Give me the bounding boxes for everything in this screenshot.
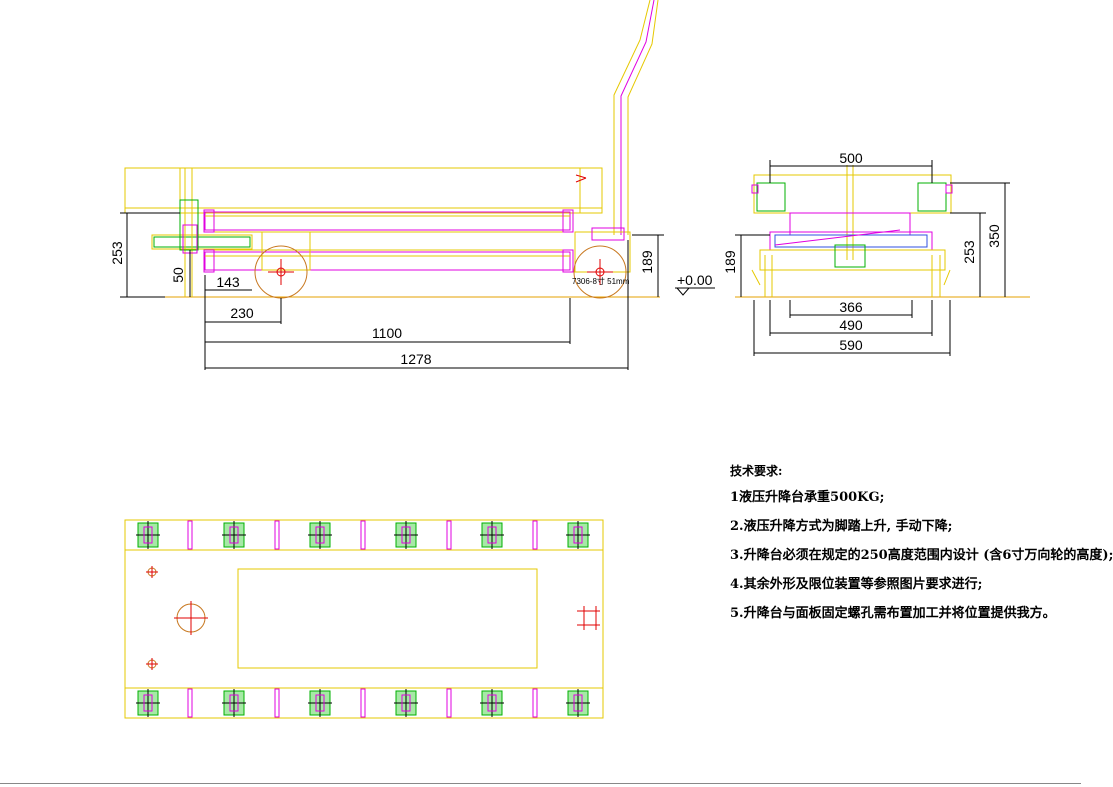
- dim-side-253: 253: [109, 241, 125, 265]
- rail-post: [532, 520, 538, 550]
- rear-bracket: [261, 231, 311, 271]
- dim-side-1278: 1278: [400, 351, 431, 367]
- top-platform: [124, 167, 603, 214]
- note-item-5: 5.升降台与面板固定螺孔需布置加工并将位置提供我方。: [730, 606, 1056, 621]
- top-view-outline: [124, 519, 604, 719]
- note-item-1: 1液压升降台承重500KG;: [730, 490, 885, 505]
- dim-front-590: 590: [839, 337, 863, 353]
- top-view: [124, 519, 604, 719]
- rail-post: [274, 688, 280, 718]
- front-dimension-lines: [735, 160, 1010, 356]
- cad-drawing: 253 50 143 230 1100 1278 189 7306-8寸 51m…: [109, 0, 1030, 719]
- rail-post: [446, 520, 452, 550]
- status-divider: [0, 783, 1081, 784]
- dim-front-500: 500: [839, 150, 863, 166]
- handle-outer: [613, 0, 651, 235]
- side-dimension-lines: [120, 212, 715, 370]
- note-item-3: 3.升降台必须在规定的250高度范围内设计 (含6寸万向轮的高度);: [730, 548, 1113, 563]
- top-view-panel: [237, 568, 538, 669]
- dim-front-253: 253: [961, 240, 977, 264]
- roller-row: [136, 520, 590, 718]
- technical-notes: 技术要求: 1液压升降台承重500KG; 2.液压升降方式为脚踏上升, 手动下降…: [730, 462, 1113, 628]
- wheel-label: 7306-8寸 51mm: [572, 276, 630, 286]
- note-item-4: 4.其余外形及限位装置等参照图片要求进行;: [730, 577, 983, 592]
- upper-rail: [204, 211, 571, 231]
- dim-side-1100: 1100: [372, 325, 402, 341]
- lower-rail: [204, 251, 571, 271]
- dim-front-350: 350: [986, 224, 1002, 248]
- rail-post: [187, 520, 193, 550]
- dim-side-230: 230: [230, 305, 254, 321]
- dim-front-490: 490: [839, 317, 863, 333]
- rail-post: [446, 688, 452, 718]
- handle-center: [620, 0, 655, 235]
- dim-side-50: 50: [170, 267, 186, 283]
- front-wheel: [573, 245, 627, 299]
- note-item-2: 2.液压升降方式为脚踏上升, 手动下降;: [730, 519, 953, 534]
- rail-post: [274, 520, 280, 550]
- rail-post: [187, 688, 193, 718]
- rail-post: [360, 688, 366, 718]
- dim-side-189: 189: [639, 250, 655, 274]
- dim-front-189: 189: [722, 250, 738, 274]
- dim-side-143: 143: [216, 274, 240, 290]
- notes-title: 技术要求:: [730, 464, 783, 478]
- rail-post: [532, 688, 538, 718]
- rail-post: [360, 520, 366, 550]
- side-view: [120, 0, 715, 370]
- datum-label: +0.00: [677, 272, 713, 288]
- front-view: [735, 160, 1030, 356]
- pedal: [151, 234, 253, 250]
- dim-front-366: 366: [839, 299, 863, 315]
- handle-inner: [627, 0, 659, 235]
